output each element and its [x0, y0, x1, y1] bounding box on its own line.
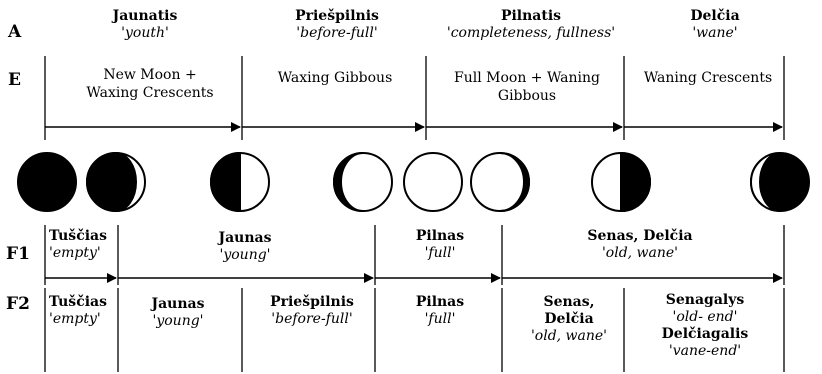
waning-gibbous-icon	[471, 153, 529, 211]
full-moon-icon	[404, 153, 462, 211]
waxing-crescent-icon	[87, 153, 145, 211]
moon-phases	[18, 153, 809, 211]
waxing-gibbous-icon	[334, 153, 392, 211]
new-moon-icon	[18, 153, 76, 211]
row-f1-dividers	[45, 225, 784, 285]
waning-crescent-icon	[751, 153, 809, 211]
first-quarter-icon	[211, 153, 269, 211]
row-f2-dividers	[45, 288, 784, 372]
last-quarter-icon	[592, 153, 650, 211]
